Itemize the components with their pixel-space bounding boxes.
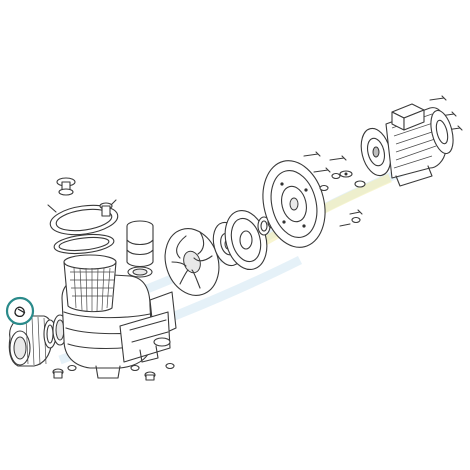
motor-flange-icon	[262, 160, 326, 248]
drain-plug-icon	[52, 362, 175, 381]
impeller-icon	[164, 228, 220, 296]
motor-icon	[360, 103, 454, 187]
vertical-union-icon	[126, 220, 154, 278]
lid-knob-icon	[56, 177, 113, 217]
bolt-icon	[303, 95, 463, 227]
strainer-basket-icon	[63, 254, 117, 313]
part-callout-badge[interactable]	[5, 296, 35, 326]
washer-set-icon	[319, 172, 361, 224]
lid-ring-icon	[47, 199, 119, 255]
seal-plate-icon	[224, 210, 268, 270]
